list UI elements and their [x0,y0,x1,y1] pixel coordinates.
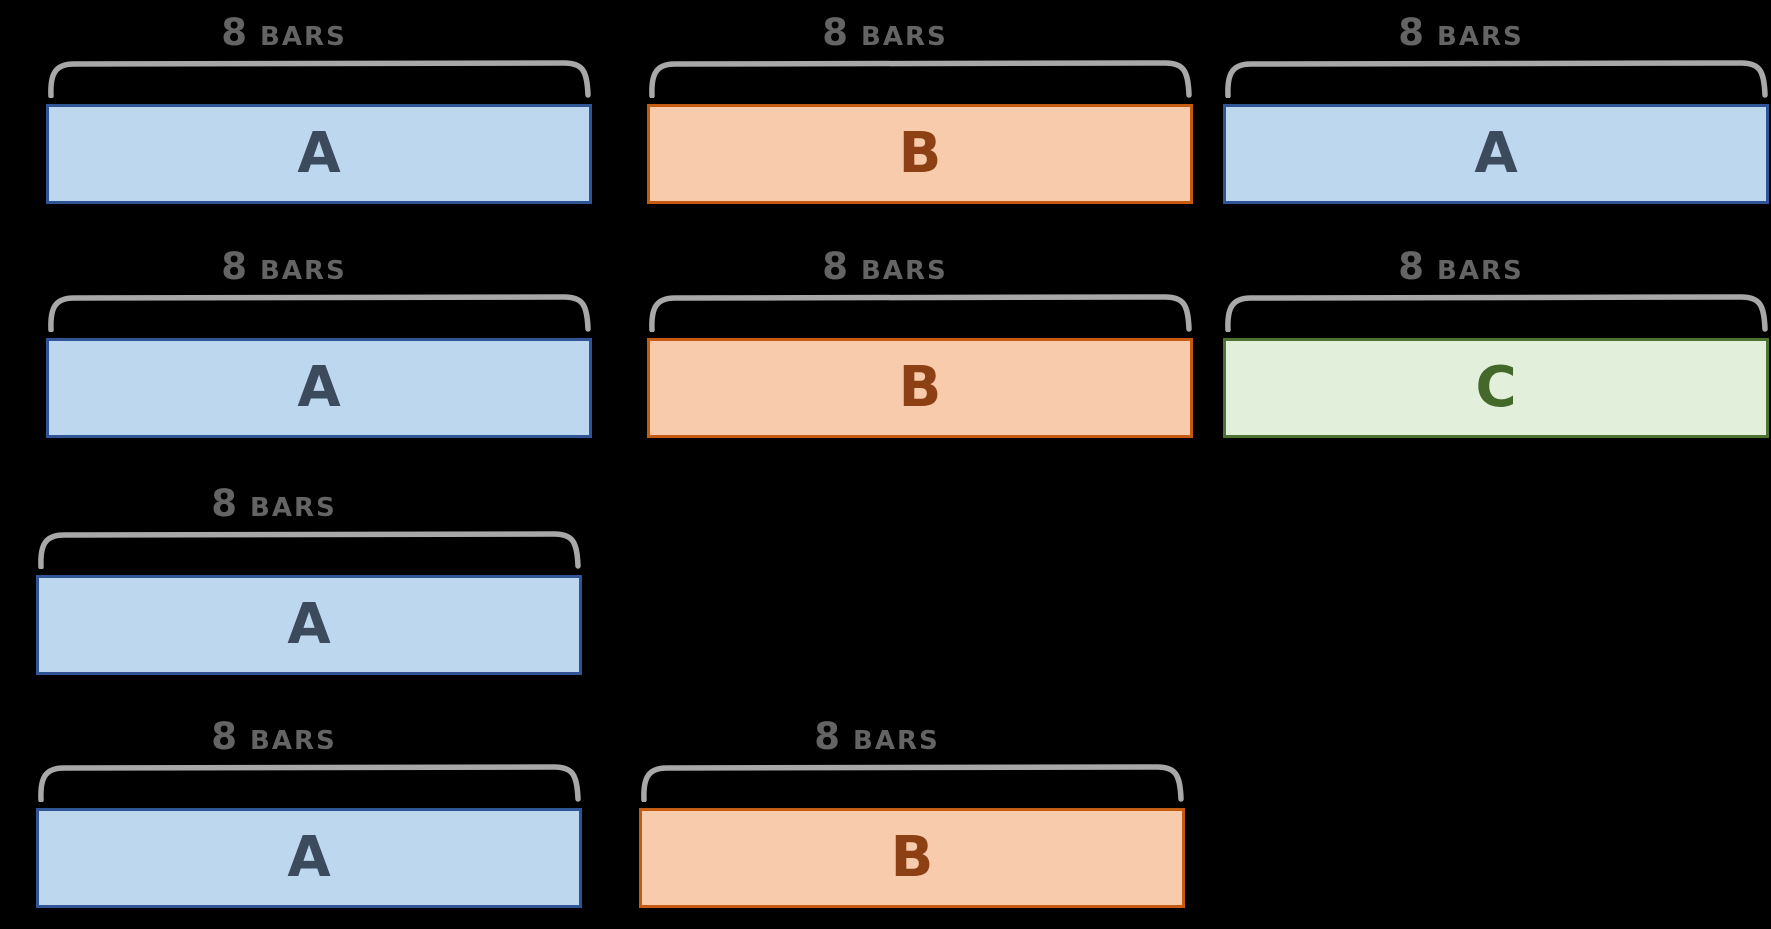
section-unit: 8 BARS A [46,12,592,208]
section-letter: C [1475,355,1517,420]
bars-count-label: 8 BARS [814,715,940,758]
section-letter: B [898,121,942,186]
bars-count-label: 8 BARS [1398,11,1524,54]
section-block-b: B [639,808,1185,908]
section-letter: A [287,592,331,657]
section-letter: A [297,121,341,186]
section-unit: 8 BARS B [647,246,1193,442]
section-unit: 8 BARS B [639,716,1185,912]
section-unit: 8 BARS A [36,716,582,912]
section-letter: A [1474,121,1518,186]
section-block-a: A [36,575,582,675]
section-letter: B [898,355,942,420]
bracket-icon [1225,294,1768,332]
section-block-a: A [36,808,582,908]
bracket-icon [649,294,1192,332]
bars-count-label: 8 BARS [221,11,347,54]
section-letter: A [297,355,341,420]
bars-count-label: 8 BARS [1398,245,1524,288]
bars-count-label: 8 BARS [221,245,347,288]
section-block-a: A [1223,104,1769,204]
section-letter: A [287,825,331,890]
bracket-icon [48,294,591,332]
section-block-b: B [647,338,1193,438]
section-unit: 8 BARS B [647,12,1193,208]
bars-count-label: 8 BARS [822,245,948,288]
bars-count-label: 8 BARS [211,482,337,525]
section-block-a: A [46,104,592,204]
bracket-icon [1225,60,1768,98]
bracket-icon [38,531,581,569]
section-unit: 8 BARS C [1223,246,1769,442]
bracket-icon [649,60,1192,98]
bars-count-label: 8 BARS [211,715,337,758]
bracket-icon [641,764,1184,802]
section-block-c: C [1223,338,1769,438]
section-unit: 8 BARS A [1223,12,1769,208]
section-block-b: B [647,104,1193,204]
section-unit: 8 BARS A [46,246,592,442]
section-letter: B [890,825,934,890]
bars-count-label: 8 BARS [822,11,948,54]
section-unit: 8 BARS A [36,483,582,679]
bracket-icon [48,60,591,98]
bracket-icon [38,764,581,802]
section-block-a: A [46,338,592,438]
